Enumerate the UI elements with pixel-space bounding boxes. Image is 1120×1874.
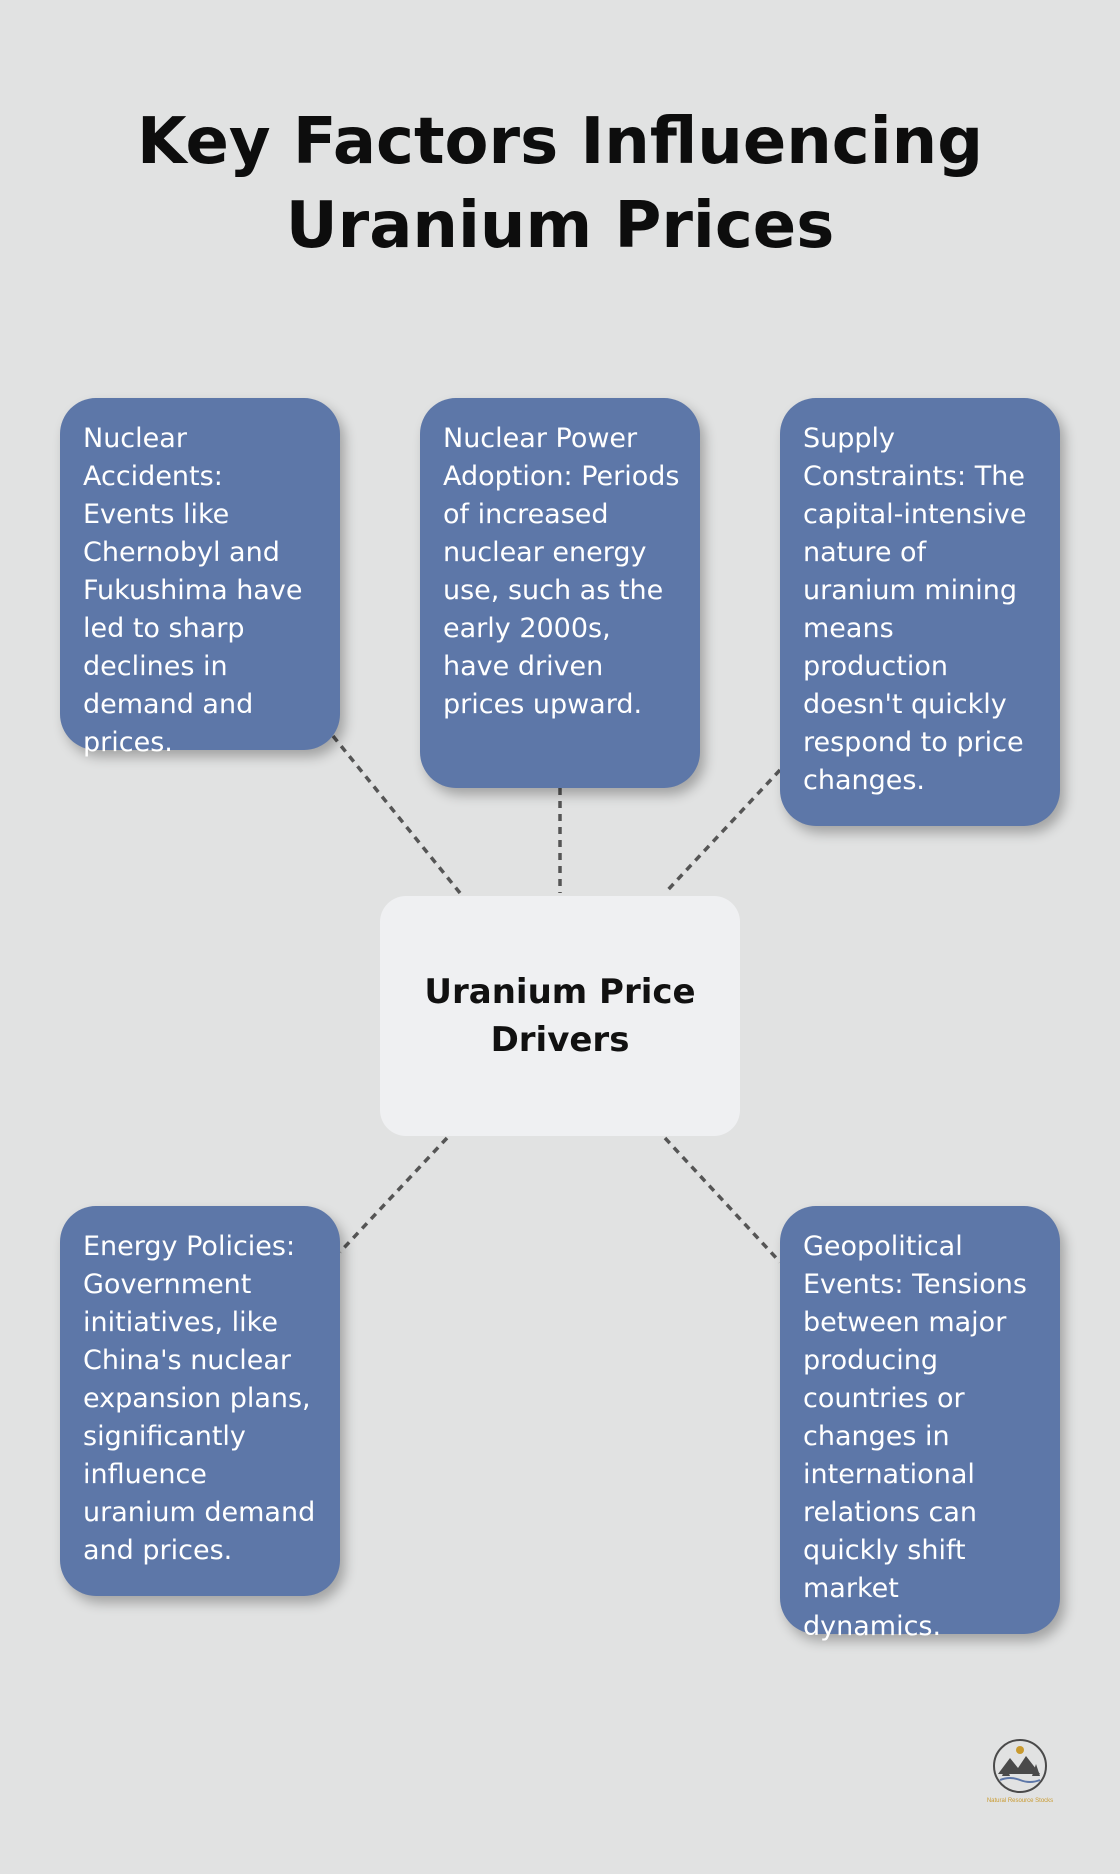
connector-energy-policies bbox=[338, 1136, 449, 1254]
factor-card-supply-constraints: Supply Constraints: The capital-intensiv… bbox=[780, 398, 1060, 826]
logo-water bbox=[999, 1777, 1041, 1783]
center-node: Uranium Price Drivers bbox=[380, 896, 740, 1136]
logo-tree-right bbox=[1032, 1764, 1040, 1776]
page-title: Key Factors Influencing Uranium Prices bbox=[0, 100, 1120, 268]
factor-text: Nuclear Accidents: Events like Chernobyl… bbox=[83, 423, 303, 758]
factor-card-energy-policies: Energy Policies: Government initiatives,… bbox=[60, 1206, 340, 1596]
factor-text: Nuclear Power Adoption: Periods of incre… bbox=[443, 423, 680, 720]
factor-card-nuclear-accidents: Nuclear Accidents: Events like Chernobyl… bbox=[60, 398, 340, 758]
logo-sun bbox=[1016, 1746, 1024, 1754]
natural-resource-stocks-logo: Natural Resource Stocks bbox=[987, 1739, 1053, 1804]
logo-tree-left bbox=[1002, 1766, 1010, 1776]
title-line-2: Uranium Prices bbox=[285, 189, 835, 263]
logo-text: Natural Resource Stocks bbox=[987, 1798, 1053, 1804]
factor-card-nuclear-power-adoption: Nuclear Power Adoption: Periods of incre… bbox=[420, 398, 700, 788]
factor-text: Geopolitical Events: Tensions between ma… bbox=[803, 1231, 1027, 1642]
center-node-label: Uranium Price Drivers bbox=[424, 972, 696, 1060]
factor-text: Energy Policies: Government initiatives,… bbox=[83, 1231, 316, 1566]
factor-card-geopolitical-events: Geopolitical Events: Tensions between ma… bbox=[780, 1206, 1060, 1642]
connector-geopolitical-events bbox=[663, 1136, 782, 1264]
title-line-1: Key Factors Influencing bbox=[136, 105, 984, 179]
logo-ring bbox=[993, 1739, 1047, 1793]
mountain-landscape-icon bbox=[998, 1756, 1040, 1774]
connector-supply-constraints bbox=[663, 768, 782, 895]
factor-text: Supply Constraints: The capital-intensiv… bbox=[803, 423, 1027, 796]
